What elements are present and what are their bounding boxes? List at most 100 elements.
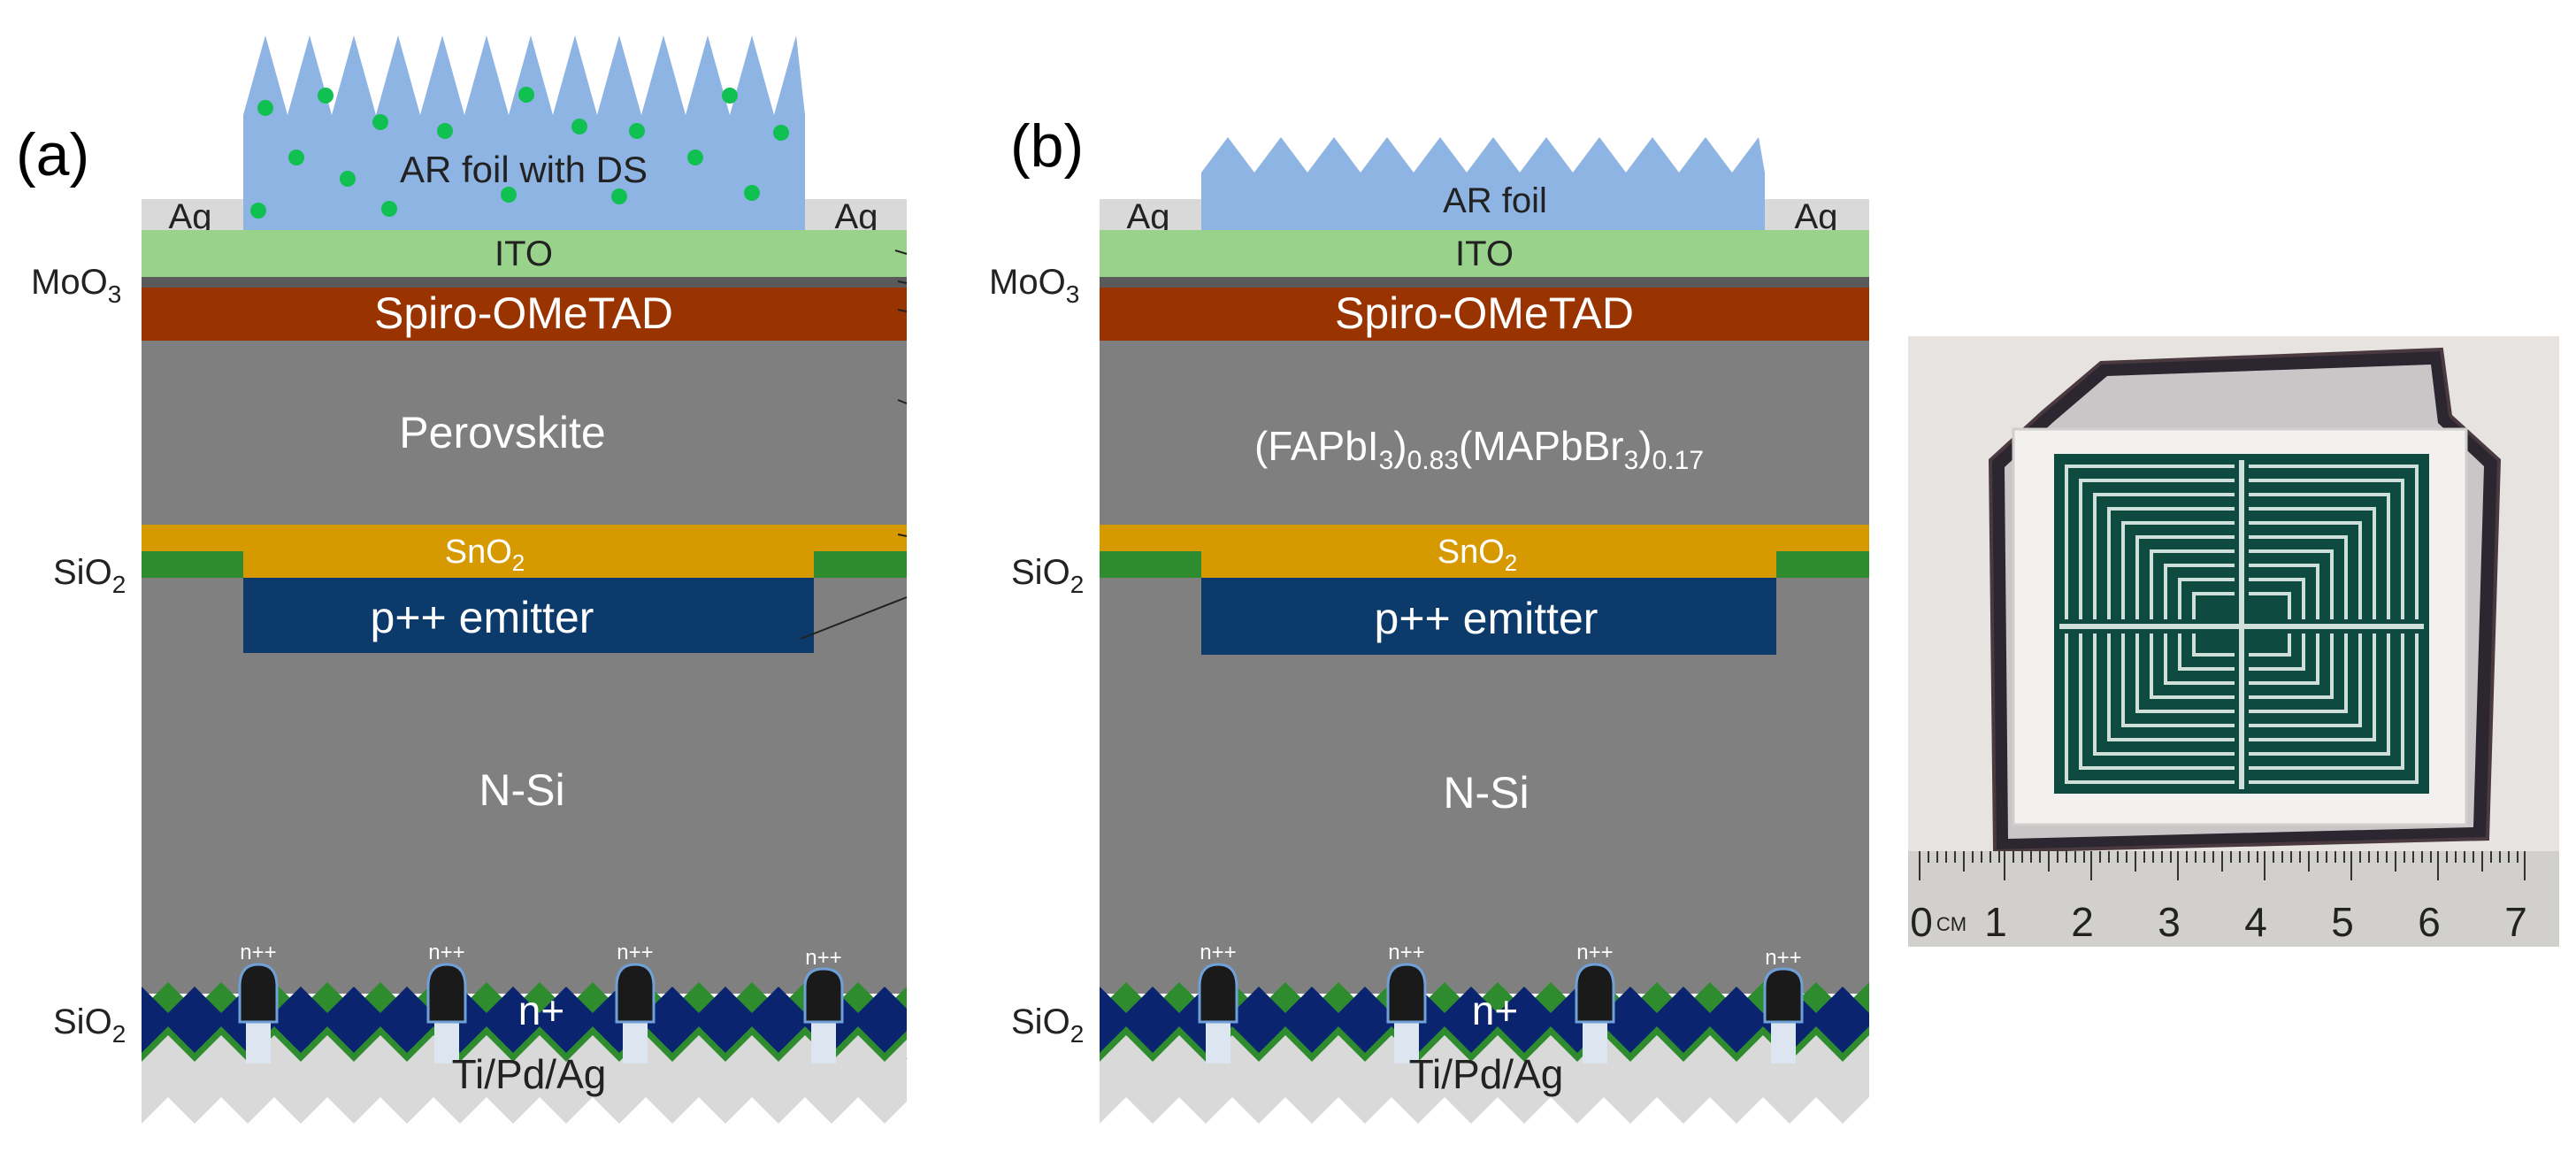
grid-fingers	[2065, 465, 2419, 784]
rear-contact-opening	[246, 1018, 271, 1064]
ds-particle	[629, 123, 645, 139]
rear-metal	[1100, 1035, 1869, 1124]
sno2-layer	[142, 525, 907, 551]
bsf-label: n+	[1472, 987, 1518, 1033]
ds-particle	[773, 125, 789, 141]
panel-a: (a) AR foil with DS Ag Ag	[16, 35, 908, 1124]
ds-particle	[288, 150, 304, 165]
spiro-layer	[142, 288, 907, 341]
sio2-bottom-label: SiO2	[53, 1002, 126, 1048]
nplus-contact-label: n++	[805, 946, 841, 970]
perovskite-layer	[1100, 341, 1869, 525]
sio2-bottom-label: SiO2	[1011, 1002, 1084, 1048]
ds-particle	[257, 100, 273, 116]
panel-b-label: (b)	[1010, 112, 1084, 180]
sio2-left	[142, 551, 243, 578]
device-photo: 0 CM 1 2 3 4 5 6 7	[1908, 336, 2559, 947]
n-plus-plus-contact	[1198, 963, 1238, 1024]
moo3-layer	[142, 277, 907, 288]
n-plus-bsf	[142, 987, 907, 1053]
panel-a-label: (a)	[16, 121, 89, 188]
sio2-top-label: SiO2	[53, 553, 126, 598]
perovskite-label: Perovskite	[399, 408, 605, 457]
nplus-contact-label: n++	[240, 941, 276, 964]
spiro-layer	[1100, 288, 1869, 341]
leader-lines	[800, 250, 908, 1060]
ds-particle	[501, 187, 517, 203]
ruler-number: 2	[2071, 899, 2094, 945]
nplus-contact-label: n++	[1576, 941, 1613, 964]
ag-label-left: Ag	[169, 197, 212, 236]
ag-contact-right	[1765, 199, 1869, 230]
ds-particle	[372, 114, 388, 130]
ruler-number: 3	[2158, 899, 2181, 945]
rear-contact-opening	[1583, 1018, 1607, 1064]
ds-particle	[744, 185, 760, 201]
ds-particle	[318, 88, 334, 104]
spiro-label: Spiro-OMeTAD	[374, 288, 673, 338]
n-plus-plus-contact	[615, 963, 656, 1024]
ds-particle	[722, 88, 738, 104]
nsi-label: N-Si	[479, 765, 564, 815]
sio2-right	[814, 551, 907, 578]
moo3-label: MoO3	[31, 263, 121, 308]
down-shifting-particles	[250, 87, 789, 219]
spiro-label: Spiro-OMeTAD	[1335, 288, 1634, 338]
ruler-ticks	[1919, 851, 2526, 880]
sno2-layer-recess	[1201, 551, 1776, 578]
moo3-layer	[1100, 277, 1869, 288]
ds-particle	[340, 171, 356, 187]
ds-particle	[250, 203, 266, 219]
ds-particle	[437, 123, 453, 139]
ag-contact-left	[142, 199, 243, 230]
nplus-contact-label: n++	[1200, 941, 1236, 964]
emitter-label: p++ emitter	[371, 593, 594, 642]
ito-label: ITO	[494, 234, 553, 273]
p-emitter	[1201, 578, 1776, 655]
rear-stack	[142, 963, 907, 1124]
sno2-layer	[1100, 525, 1869, 551]
ag-label-left: Ag	[1127, 197, 1170, 236]
ds-particle	[571, 119, 587, 134]
rear-contact-opening	[1771, 1018, 1796, 1064]
n-plus-bsf	[1100, 987, 1869, 1053]
n-plus-plus-contact	[238, 963, 279, 1024]
emitter-label: p++ emitter	[1375, 594, 1598, 643]
ds-particle	[381, 201, 397, 217]
p-emitter	[243, 578, 814, 653]
ds-particle	[518, 87, 534, 103]
rear-stack	[1100, 963, 1869, 1124]
ruler-number: 4	[2244, 899, 2267, 945]
ruler-number: 6	[2418, 899, 2441, 945]
perovskite-layer	[142, 341, 907, 525]
sio2-right	[1776, 551, 1869, 578]
moo3-label: MoO3	[989, 263, 1079, 308]
n-plus-plus-contact	[803, 967, 844, 1024]
sio2-left	[1100, 551, 1201, 578]
ag-label-right: Ag	[835, 197, 878, 236]
nplus-contact-label: n++	[428, 941, 464, 964]
nplus-contact-label: n++	[1765, 946, 1801, 970]
ito-layer	[1100, 230, 1869, 277]
ds-particle	[611, 188, 627, 204]
sno2-layer-recess	[243, 551, 814, 578]
ruler-number: 7	[2504, 899, 2527, 945]
sio2-top-label: SiO2	[1011, 553, 1084, 598]
sno2-label: SnO2	[445, 534, 525, 576]
ruler-unit: CM	[1936, 913, 1966, 935]
ar-foil	[1201, 137, 1765, 230]
nplus-contact-label: n++	[1388, 941, 1424, 964]
rear-metal	[142, 1035, 907, 1124]
perovskite-composition-label: (FAPbI3)0.83(MAPbBr3)0.17	[1254, 423, 1704, 475]
rear-contact-opening	[1206, 1018, 1230, 1064]
ar-foil-with-ds	[243, 35, 805, 230]
ar-foil-label: AR foil with DS	[400, 149, 648, 190]
rear-contact-opening	[811, 1018, 836, 1064]
ds-particle	[687, 150, 703, 165]
rear-metal-label: Ti/Pd/Ag	[452, 1051, 607, 1097]
ag-contact-right	[805, 199, 907, 230]
rear-metal-label: Ti/Pd/Ag	[1409, 1051, 1564, 1097]
n-plus-plus-contact	[426, 963, 467, 1024]
ruler-number: 1	[1984, 899, 2007, 945]
